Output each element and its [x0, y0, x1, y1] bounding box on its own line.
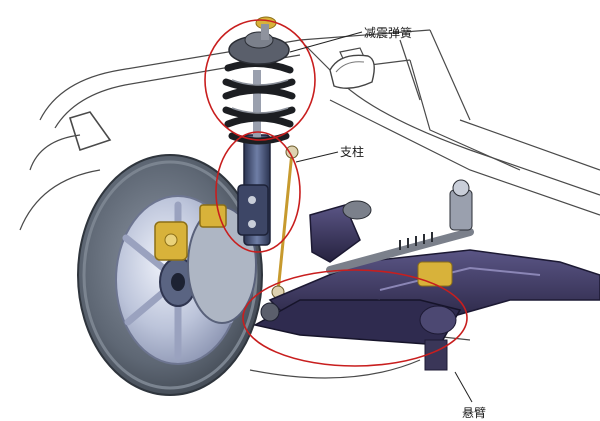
bottom-leader-line — [454, 371, 473, 403]
strut-label: 支柱 — [340, 145, 365, 159]
bottom-label: 悬臂 — [462, 406, 487, 420]
strut-leader-line — [295, 151, 339, 163]
spring-leader-line — [289, 31, 363, 53]
steering-rack — [326, 179, 474, 274]
lower-control-arm — [252, 261, 462, 371]
highlight-circles — [204, 19, 468, 367]
brake-assembly — [154, 204, 257, 324]
spring-highlight-circle — [204, 19, 316, 141]
strut-assembly — [222, 16, 296, 246]
leader-lines — [289, 31, 473, 403]
coil-spring-highlights — [231, 79, 289, 114]
side-mirror — [329, 54, 375, 89]
spring-label: 减震弹簧 — [364, 26, 413, 40]
strut-highlight-circle — [215, 131, 301, 253]
arm-highlight-circle — [242, 269, 468, 367]
